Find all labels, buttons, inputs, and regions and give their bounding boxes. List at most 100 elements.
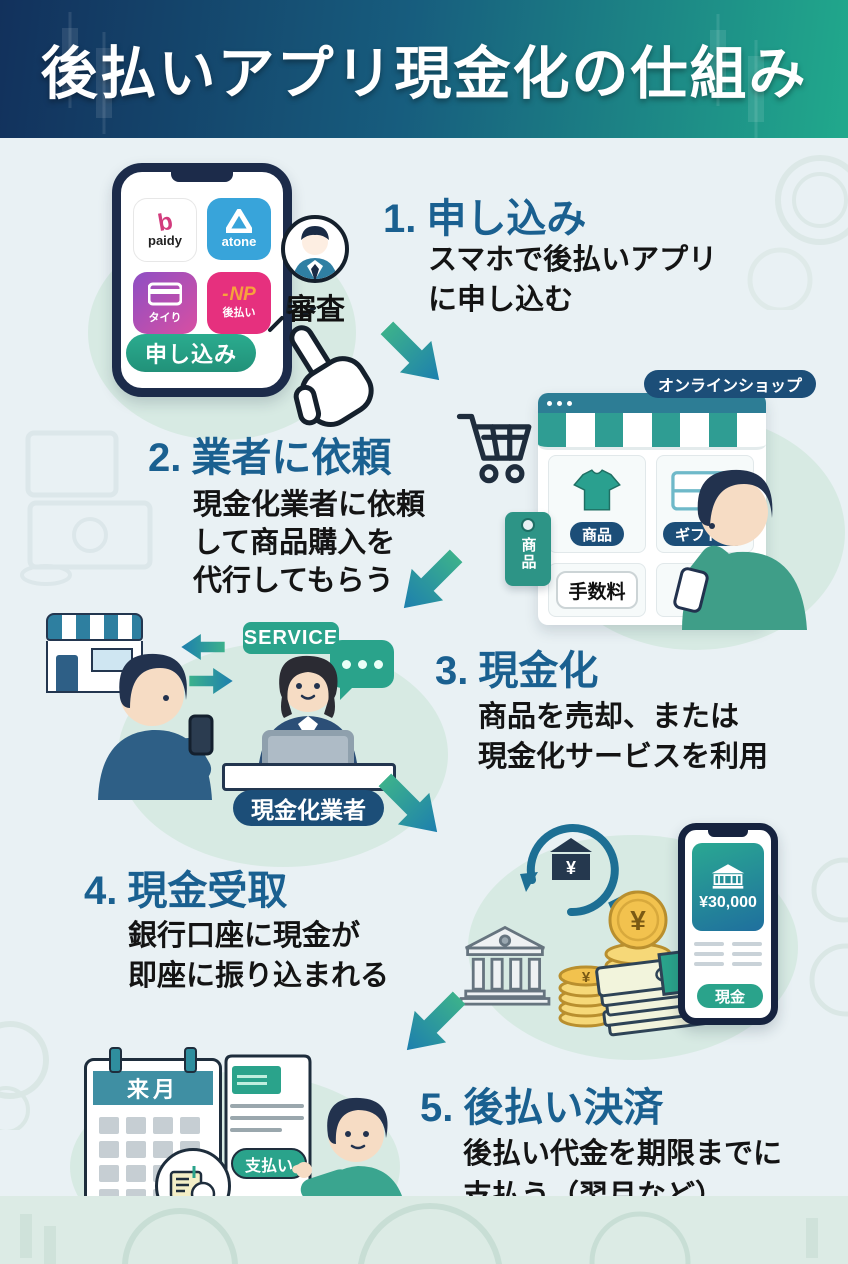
cash-agent-badge: 現金化業者 <box>233 790 384 826</box>
step-2-title: 業者に依頼 <box>191 436 392 480</box>
step-1-desc-line: に申し込む <box>428 284 574 316</box>
flow-arrow-2-icon <box>403 549 463 609</box>
hand-pointer-icon <box>289 325 374 427</box>
step-4-title: 現金受取 <box>127 869 288 913</box>
coin-watermark-right <box>809 857 848 1017</box>
price-tag-label: 商品 <box>519 537 537 571</box>
screening-avatar-icon <box>281 215 349 283</box>
bank-balance-card: ¥30,000 <box>692 843 764 931</box>
customer-person-icon <box>98 653 214 800</box>
paidy-logo-icon: b <box>155 207 175 237</box>
step-4-desc-line: 銀行口座に現金が <box>128 920 361 952</box>
step-5-title: 後払い決済 <box>463 1086 664 1130</box>
step-4-description: 銀行口座に現金が 即座に振り込まれる <box>128 916 389 996</box>
yen-symbol: ¥ <box>566 858 576 878</box>
step-1-number: 1. <box>383 197 417 241</box>
step-4-number: 4. <box>84 869 118 913</box>
atone-app-icon: atone <box>207 198 271 260</box>
shopper-person-icon <box>673 469 807 630</box>
fee-label: 手数料 <box>556 571 638 609</box>
np-atobarai-app-icon: NP 後払い <box>207 272 271 334</box>
step-3-heading: 3.現金化 <box>435 638 598 696</box>
tap-spark-icon <box>268 296 316 332</box>
apply-button: 申し込み <box>126 334 256 372</box>
step-4-desc-line: 即座に振り込まれる <box>128 960 390 992</box>
card-app-icon: タイり <box>133 272 197 334</box>
step-1-description: スマホで後払いアプリ に申し込む <box>428 240 717 320</box>
paidy-app-icon: b paidy <box>133 198 197 262</box>
next-month-label: 来月 <box>93 1071 213 1105</box>
yen-symbol: ¥ <box>582 969 591 986</box>
np-label: 後払い <box>222 307 256 319</box>
product-card: 商品 <box>548 455 646 553</box>
coin-watermark-left <box>0 1021 49 1130</box>
calendar-ring <box>184 1047 197 1073</box>
tshirt-icon <box>573 469 621 511</box>
exchange-arrow-left-icon <box>181 634 225 660</box>
flow-arrow-4-icon <box>406 991 466 1051</box>
payment-button: 支払い <box>231 1148 307 1179</box>
service-badge: SERVICE <box>243 622 339 654</box>
step-1-heading: 1.申し込み <box>383 186 586 244</box>
step-3-desc-line: 現金化サービスを利用 <box>478 741 769 773</box>
yen-symbol: ¥ <box>630 905 646 936</box>
candlestick-decoration <box>748 56 764 122</box>
invoice-line <box>230 1104 304 1108</box>
bottom-decoration-strip <box>0 1196 848 1264</box>
shop-awning <box>538 413 766 450</box>
step-3-number: 3. <box>435 649 469 693</box>
price-tag: 商品 <box>505 512 551 586</box>
shopping-cart-icon <box>456 413 532 484</box>
step-1-desc-line: スマホで後払いアプリ <box>428 244 718 276</box>
bottom-watermark <box>20 1203 818 1264</box>
invoice-illustration: 支払い <box>218 1052 318 1222</box>
invoice-header-block <box>232 1066 281 1094</box>
coin-watermark <box>747 155 848 310</box>
candlestick-decoration <box>710 30 726 90</box>
step-2-desc-line: して商品購入を <box>193 527 396 559</box>
chat-bubble-icon <box>330 640 394 700</box>
online-shop-badge: オンラインショップ <box>644 370 817 398</box>
atone-triangle-icon <box>226 209 252 233</box>
calendar-ring <box>109 1047 122 1073</box>
header-banner: 後払いアプリ現金化の仕組み <box>0 0 848 138</box>
payment-app-grid: b paidy atone タイり NP 後払い <box>133 198 271 334</box>
candlestick-decoration <box>62 28 78 92</box>
step-4-heading: 4.現金受取 <box>84 858 287 916</box>
product-label: 商品 <box>569 522 624 546</box>
cash-button: 現金 <box>697 984 763 1008</box>
balance-amount: ¥30,000 <box>699 894 757 911</box>
paidy-label: paidy <box>148 232 182 248</box>
storefront-awning <box>46 613 143 641</box>
step-3-title: 現金化 <box>478 649 599 693</box>
np-logo: NP <box>222 285 255 304</box>
agent-person-icon <box>258 655 358 772</box>
exchange-arrow-right-icon <box>189 668 233 694</box>
step-5-heading: 5.後払い決済 <box>420 1075 663 1133</box>
screening-label: 審査 <box>286 294 345 326</box>
step-2-number: 2. <box>148 436 182 480</box>
candlestick-decoration <box>96 48 112 118</box>
step-2-description: 現金化業者に依頼 して商品購入を 代行してもらう <box>193 486 425 600</box>
smartphone-illustration: b paidy atone タイり NP 後払い 申し込み <box>112 163 292 397</box>
page-title: 後払いアプリ現金化の仕組み <box>40 42 808 106</box>
step-1-title: 申し込み <box>426 197 587 241</box>
browser-topbar <box>538 393 766 413</box>
card-app-label: タイり <box>148 311 182 324</box>
invoice-line <box>230 1116 304 1120</box>
transaction-lines <box>694 942 762 966</box>
step-2-desc-line: 代行してもらう <box>193 565 394 597</box>
step-5-number: 5. <box>420 1086 454 1130</box>
flow-arrow-3-icon <box>378 773 438 833</box>
step-2-desc-line: 現金化業者に依頼 <box>193 489 426 521</box>
invoice-line <box>230 1128 282 1132</box>
storefront-door <box>56 655 78 691</box>
desk-illustration <box>222 763 396 791</box>
step-3-description: 商品を売却、または 現金化サービスを利用 <box>478 697 768 777</box>
bank-building-icon <box>459 925 551 1006</box>
credit-card-icon <box>148 282 182 305</box>
step-3-desc-line: 商品を売却、または <box>478 701 740 733</box>
bank-icon <box>711 864 745 889</box>
atone-label: atone <box>221 234 257 249</box>
